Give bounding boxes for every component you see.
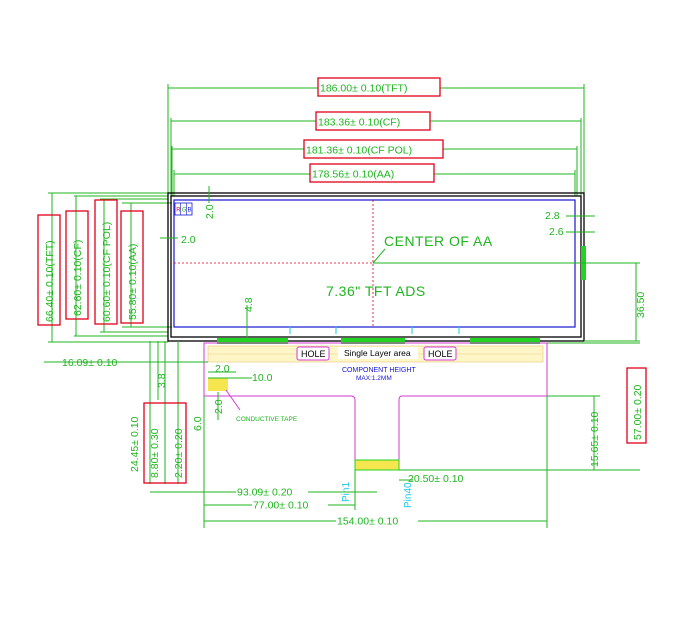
dim-top-2: 2.0 xyxy=(204,204,216,219)
hole-left-label: HOLE xyxy=(301,349,326,359)
dim-2-6: 2.6 xyxy=(549,226,564,238)
center-of-aa-label: CENTER OF AA xyxy=(384,233,493,249)
dim-label-cf-pol-height: 60.60± 0.10(CF POL) xyxy=(101,222,113,322)
dim-154-00: 154.00± 0.10 xyxy=(337,516,398,528)
left-dimension-lines xyxy=(48,192,172,343)
dim-2-20: 2.20± 0.20 xyxy=(173,428,185,478)
component-height-label: COMPONENT HEIGHT xyxy=(342,367,416,374)
dim-2-8: 2.8 xyxy=(545,210,560,222)
dim-2-0-a: 2.0 xyxy=(215,363,230,375)
pin40-label: Pin40 xyxy=(403,482,414,508)
dim-box-left-cf xyxy=(65,210,89,320)
fpc-bonding-pads xyxy=(217,326,540,344)
dim-label-aa-width: 178.56± 0.10(AA) xyxy=(312,169,394,181)
dim-2-0-b: 2.0 xyxy=(213,399,225,414)
hole-left-marker xyxy=(296,346,330,361)
conductive-tape-leader xyxy=(225,389,241,411)
center-leader xyxy=(372,248,386,264)
rgb-mark-b: B xyxy=(188,208,192,214)
dim-10-0: 10.0 xyxy=(252,372,273,384)
single-layer-bg xyxy=(338,347,418,359)
dim-label-cf-width: 183.36± 0.10(CF) xyxy=(318,117,400,129)
hole-right-marker xyxy=(423,346,457,361)
conductive-tape xyxy=(208,378,228,391)
dim-label-tft-height: 66.40± 0.10(TFT) xyxy=(44,240,56,322)
dim-box-aa xyxy=(309,163,435,183)
rgb-mark-r: R xyxy=(176,208,181,214)
conductive-tape-label: CONDUCTIVE TAPE xyxy=(236,416,298,423)
dim-box-left-aa xyxy=(120,210,144,324)
cf-glass-outline xyxy=(170,195,582,338)
dim-16-09: 16.09± 0.10 xyxy=(62,357,118,369)
dim-6-0: 6.0 xyxy=(192,416,204,431)
dim-15-65: 15.65± 0.10 xyxy=(589,411,601,467)
dim-8-80: 8.80± 0.30 xyxy=(149,428,161,478)
rgb-mark-g: G xyxy=(182,208,187,214)
dim-36-50: 36.50 xyxy=(635,292,647,318)
dim-57-00: 57.00± 0.20 xyxy=(632,384,644,440)
dim-left-2: 2.0 xyxy=(181,234,196,246)
dim-label-tft-width: 186.00± 0.10(TFT) xyxy=(320,83,407,95)
dim-box-tft xyxy=(317,77,441,97)
dim-77-00: 77.00± 0.10 xyxy=(253,500,309,512)
single-layer-label: Single Layer area xyxy=(344,348,411,358)
dim-3-8: 3.8 xyxy=(156,373,168,388)
dim-box-8-80-2-20 xyxy=(143,402,187,484)
top-dimension-lines xyxy=(167,84,585,196)
dim-20-50: 20.50± 0.10 xyxy=(408,473,464,485)
dim-label-cf-pol-width: 181.36± 0.10(CF POL) xyxy=(306,145,412,157)
fpc-connector-fingers xyxy=(354,459,400,471)
hole-right-label: HOLE xyxy=(428,349,453,359)
dim-box-cf-pol xyxy=(303,139,444,159)
dim-label-aa-height: 55.80± 0.10(AA) xyxy=(127,244,139,320)
dim-box-left-tft xyxy=(37,214,61,326)
dim-box-left-cf-pol xyxy=(94,199,118,325)
dim-box-57-00 xyxy=(626,367,647,444)
rgb-pixel-mark: R G B xyxy=(174,202,193,216)
dim-label-cf-height: 62.60± 0.10(CF) xyxy=(72,240,84,316)
component-max-label: MAX:1.2MM xyxy=(356,375,392,382)
dim-box-cf xyxy=(315,111,431,131)
dim-4-8: 4.8 xyxy=(243,297,255,312)
dim-93-09: 93.09± 0.20 xyxy=(237,487,293,499)
model-label: 7.36" TFT ADS xyxy=(326,283,426,299)
dim-24-45: 24.45± 0.10 xyxy=(129,416,141,472)
tft-glass-outline xyxy=(167,192,585,342)
